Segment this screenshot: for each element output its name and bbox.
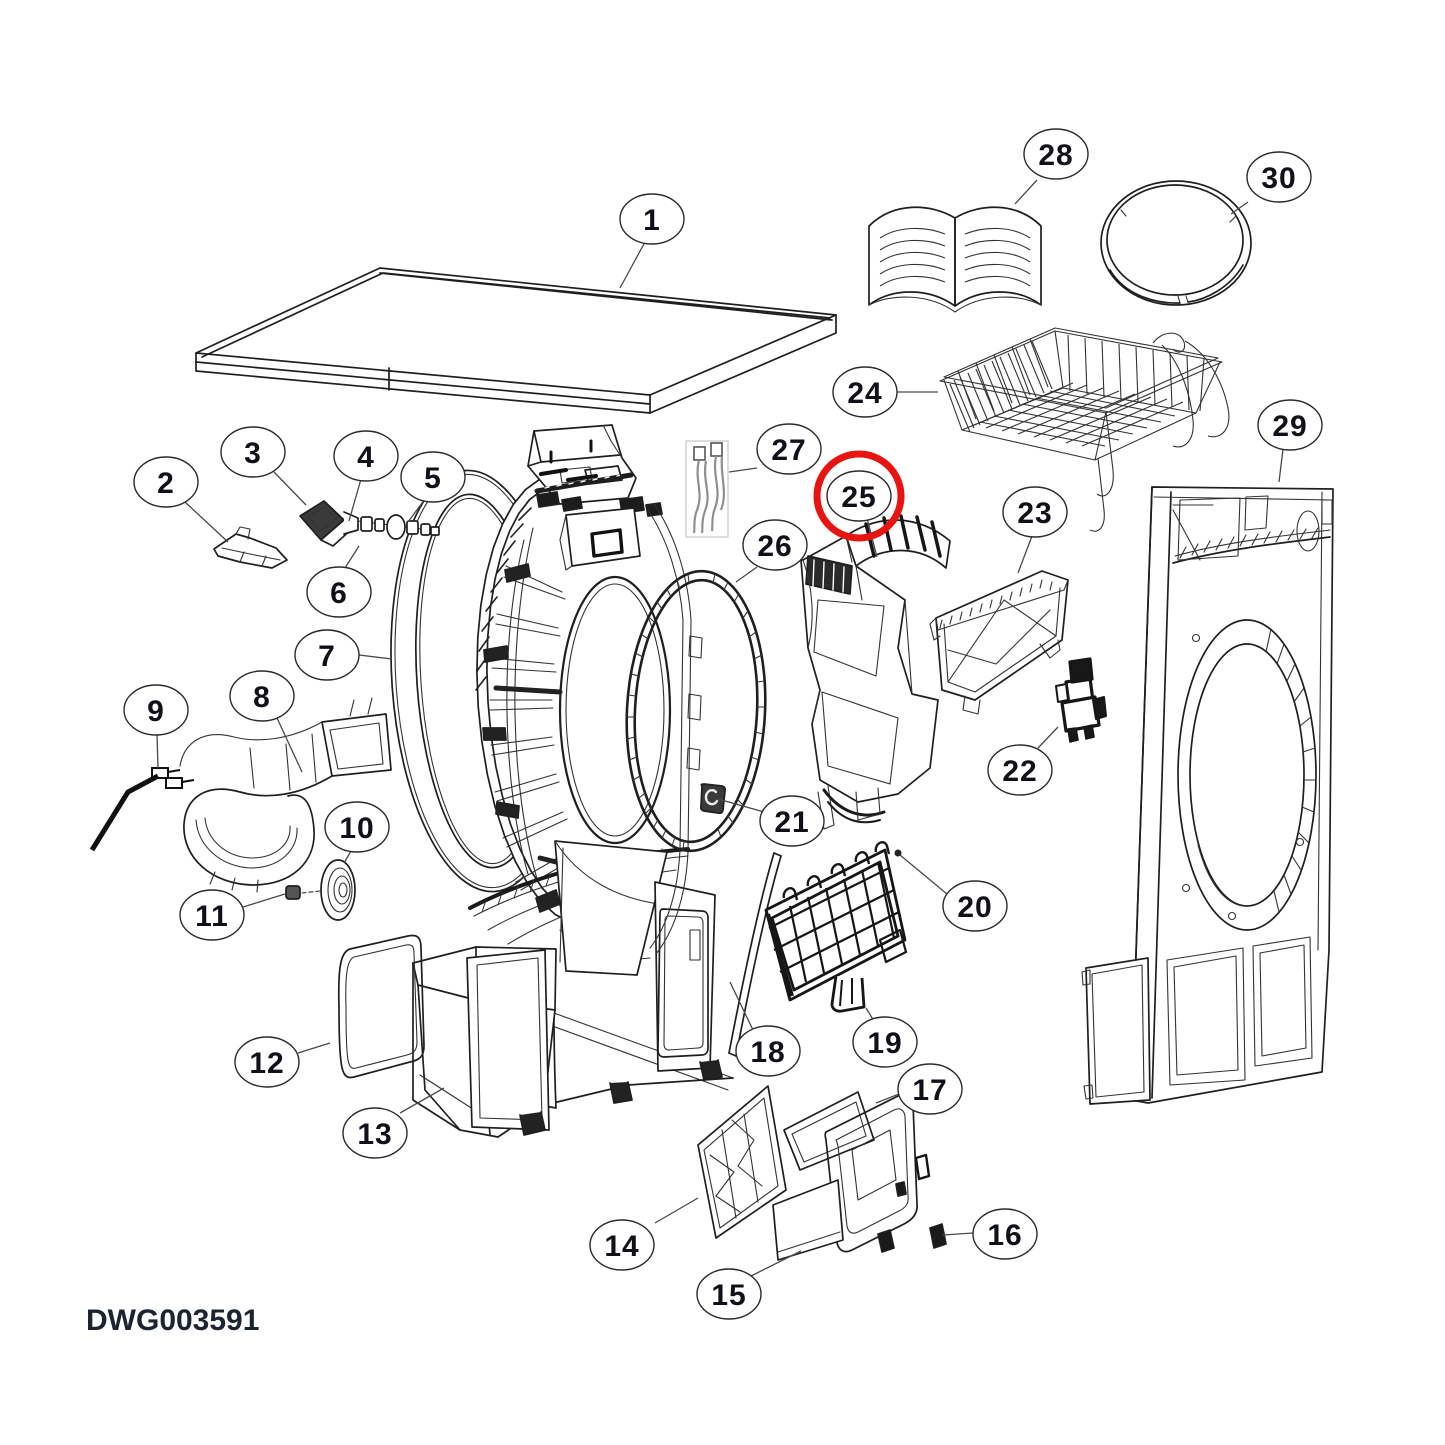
svg-text:27: 27 bbox=[771, 434, 806, 467]
svg-text:28: 28 bbox=[1038, 139, 1073, 172]
svg-text:21: 21 bbox=[774, 806, 809, 839]
svg-text:24: 24 bbox=[847, 377, 882, 410]
svg-text:16: 16 bbox=[987, 1219, 1022, 1252]
svg-text:3: 3 bbox=[244, 437, 262, 470]
svg-text:10: 10 bbox=[339, 812, 374, 845]
svg-text:12: 12 bbox=[249, 1047, 284, 1080]
svg-text:25: 25 bbox=[841, 481, 876, 514]
svg-text:14: 14 bbox=[604, 1230, 639, 1263]
svg-text:17: 17 bbox=[912, 1074, 947, 1107]
svg-text:2: 2 bbox=[157, 467, 175, 500]
svg-text:DWG003591: DWG003591 bbox=[86, 1304, 259, 1337]
svg-text:6: 6 bbox=[330, 577, 348, 610]
svg-text:18: 18 bbox=[750, 1036, 785, 1069]
svg-text:13: 13 bbox=[357, 1118, 392, 1151]
svg-text:7: 7 bbox=[318, 640, 336, 673]
svg-text:20: 20 bbox=[957, 891, 992, 924]
svg-text:30: 30 bbox=[1261, 162, 1296, 195]
svg-text:9: 9 bbox=[147, 695, 165, 728]
svg-text:1: 1 bbox=[643, 204, 661, 237]
svg-text:8: 8 bbox=[253, 681, 271, 714]
svg-text:15: 15 bbox=[711, 1279, 746, 1312]
svg-text:22: 22 bbox=[1002, 755, 1037, 788]
svg-text:26: 26 bbox=[757, 530, 792, 563]
svg-text:29: 29 bbox=[1272, 410, 1307, 443]
svg-text:11: 11 bbox=[195, 900, 229, 933]
svg-text:23: 23 bbox=[1017, 497, 1052, 530]
svg-text:5: 5 bbox=[424, 462, 442, 495]
svg-text:4: 4 bbox=[357, 441, 375, 474]
svg-text:19: 19 bbox=[867, 1027, 902, 1060]
